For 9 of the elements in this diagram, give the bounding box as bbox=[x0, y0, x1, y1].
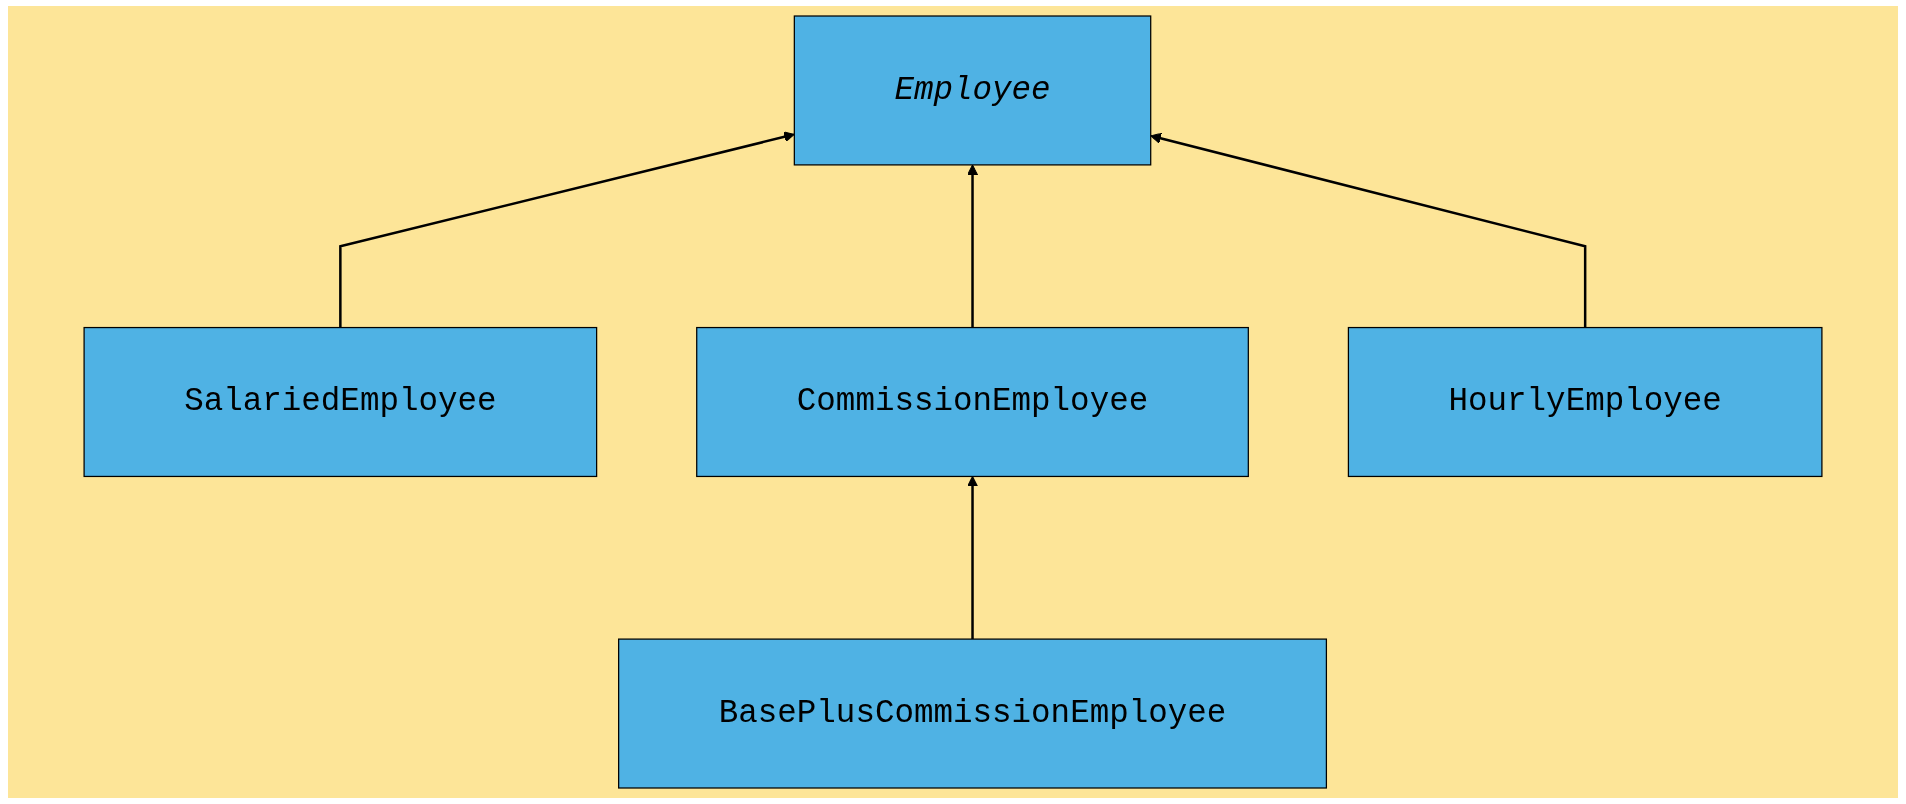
arrow bbox=[1150, 132, 1587, 328]
arrow bbox=[967, 475, 979, 640]
node-box: SalariedEmployee bbox=[83, 326, 598, 478]
node-box: Employee bbox=[793, 15, 1152, 166]
node-box: BasePlusCommissionEmployee bbox=[618, 638, 1328, 789]
arrow bbox=[967, 164, 979, 328]
node-box: CommissionEmployee bbox=[696, 326, 1249, 478]
node-box: HourlyEmployee bbox=[1347, 326, 1823, 478]
arrow bbox=[339, 131, 795, 328]
